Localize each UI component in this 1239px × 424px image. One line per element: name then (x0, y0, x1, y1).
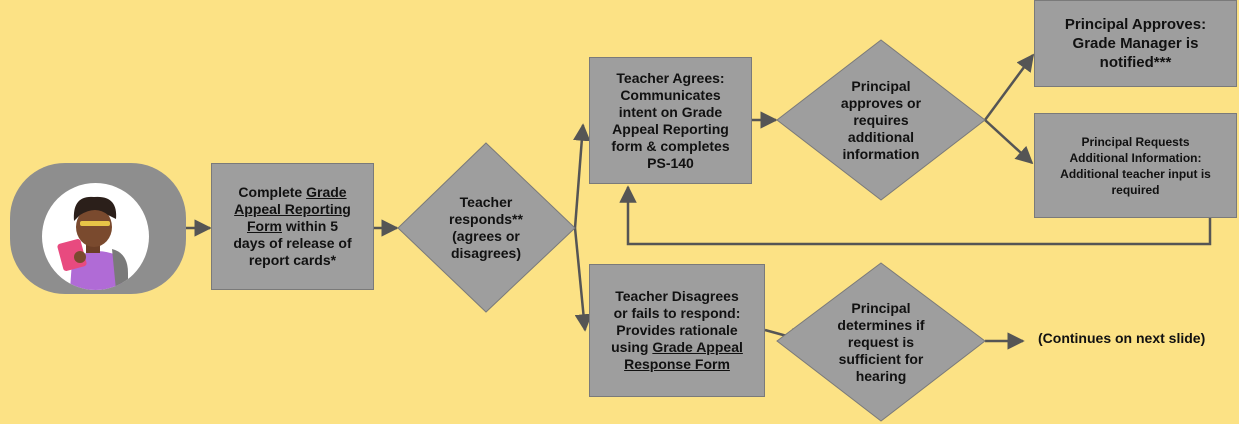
agree-line: Communicates (620, 86, 721, 103)
student-reading-icon (42, 183, 149, 290)
decision3-line: Principal (851, 299, 911, 316)
decision3-line: request is (847, 333, 915, 350)
arrow-decision1-to-agree (573, 123, 591, 229)
step-teacher-disagrees: Teacher Disagrees or fails to respond: P… (589, 264, 765, 397)
grade-appeal-response-form-link-part1[interactable]: Grade Appeal (652, 339, 743, 355)
grade-appeal-reporting-form-link-part1[interactable]: Grade (306, 184, 347, 200)
decision3-line: sufficient for (838, 350, 924, 367)
approve-line: notified*** (1099, 54, 1172, 71)
agree-line: Appeal Reporting (612, 120, 729, 137)
approve-line: Principal Approves: (1064, 16, 1207, 33)
decision2-line: requires (853, 111, 909, 128)
request-line: required (1111, 182, 1160, 197)
agree-line: PS-140 (647, 154, 694, 171)
agree-line: intent on Grade (618, 103, 723, 120)
decision1-line: Teacher (459, 194, 513, 210)
agree-line: form & completes (611, 137, 730, 154)
disagree-line: Provides rationale (616, 322, 738, 338)
step-principal-approves: Principal Approves: Grade Manager is not… (1034, 0, 1237, 87)
step1-text-c: days of release of (233, 235, 352, 251)
continues-on-next-slide-label: (Continues on next slide) (1038, 330, 1206, 346)
arrow-request-loop-back (619, 185, 1212, 246)
request-line: Principal Requests (1081, 134, 1190, 149)
approve-line: Grade Manager is (1072, 35, 1199, 52)
decision2-line: approves or (840, 94, 922, 111)
grade-appeal-response-form-link-part2[interactable]: Response Form (624, 356, 730, 372)
decision-diamond-teacher-responds (397, 142, 576, 313)
decision2-line: Principal (851, 77, 911, 94)
step1-text-a: Complete (238, 184, 307, 200)
decision2-line: additional (847, 128, 915, 145)
disagree-line: Teacher Disagrees (615, 288, 739, 304)
decision2-line: information (842, 145, 920, 162)
step-principal-requests-info: Principal Requests Additional Informatio… (1034, 113, 1237, 218)
decision1-line: (agrees or (452, 228, 520, 244)
decision1-line: disagrees) (450, 245, 522, 261)
request-line: Additional Information: (1069, 150, 1202, 165)
step1-text-b: within 5 (282, 218, 338, 234)
step-teacher-agrees: Teacher Agrees: Communicates intent on G… (589, 57, 752, 184)
decision3-line: hearing (855, 367, 907, 384)
step1-text-d: report cards* (248, 252, 337, 268)
decision-principal-determines-label: Principal determines if request is suffi… (816, 290, 946, 394)
arrow-decision1-to-disagree (573, 227, 593, 332)
decision-diamond-principal-approves (776, 39, 986, 201)
decision-teacher-responds-label: Teacher responds** (agrees or disagrees) (420, 180, 552, 276)
disagree-line: using (611, 339, 653, 355)
agree-line: Teacher Agrees: (616, 69, 725, 86)
request-line: Additional teacher input is (1060, 166, 1211, 181)
grade-appeal-reporting-form-link-part2[interactable]: Appeal Reporting (234, 201, 351, 217)
decision-diamond-principal-determines (776, 262, 986, 422)
decision3-line: determines if (837, 316, 925, 333)
grade-appeal-reporting-form-link-part3[interactable]: Form (247, 218, 282, 234)
arrow-decision2-to-request (984, 119, 1034, 165)
decision-principal-approves-label: Principal approves or requires additiona… (816, 68, 946, 172)
step-complete-form: Complete Grade Appeal Reporting Form wit… (211, 163, 374, 290)
disagree-line: or fails to respond: (613, 305, 741, 321)
arrow-decision2-to-approve (983, 53, 1035, 121)
decision1-line: responds** (449, 211, 523, 227)
